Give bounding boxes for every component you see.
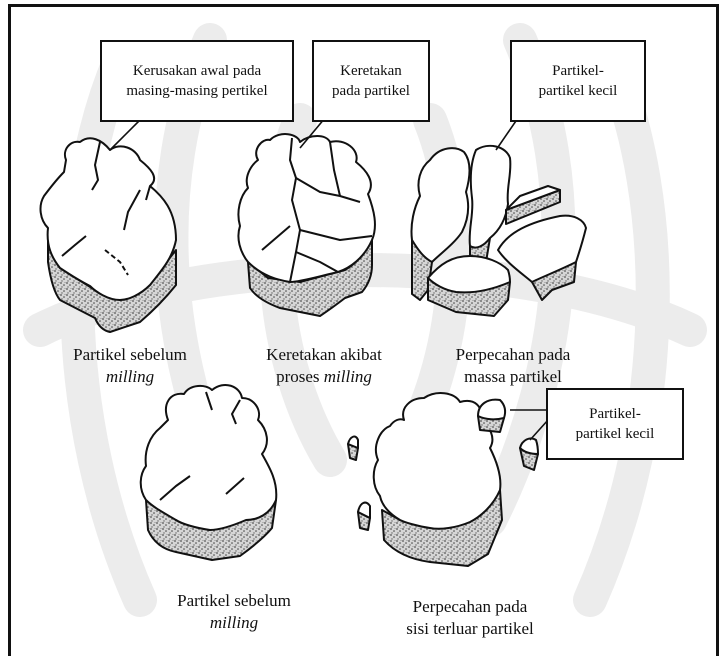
callout-small-particles-bottom-line-2: partikel kecil xyxy=(548,424,682,444)
callout-small-particles-top-line-1: Partikel- xyxy=(512,61,644,81)
caption-before-milling-bottom: Partikel sebelum milling xyxy=(134,590,334,634)
callout-small-particles-bottom: Partikel- partikel kecil xyxy=(546,388,684,460)
caption-bulk-fracture: Perpecahan pada massa partikel xyxy=(420,344,606,388)
callout-cracks-line-1: Keretakan xyxy=(314,61,428,81)
caption-cracking-line-2-prefix: proses xyxy=(276,367,324,386)
caption-cracking-line-1: Keretakan akibat xyxy=(236,344,412,366)
caption-surface-fracture-line-2: sisi terluar partikel xyxy=(370,618,570,640)
caption-surface-fracture: Perpecahan pada sisi terluar partikel xyxy=(370,596,570,640)
caption-cracking-line-2: proses milling xyxy=(236,366,412,388)
caption-cracking-line-2-italic: milling xyxy=(324,367,372,386)
callout-small-particles-top: Partikel- partikel kecil xyxy=(510,40,646,122)
caption-before-milling-top-line-2: milling xyxy=(30,366,230,388)
caption-before-milling-top: Partikel sebelum milling xyxy=(30,344,230,388)
callout-small-particles-top-line-2: partikel kecil xyxy=(512,81,644,101)
callout-initial-damage: Kerusakan awal pada masing-masing pertik… xyxy=(100,40,294,122)
caption-before-milling-top-line-1: Partikel sebelum xyxy=(30,344,230,366)
callout-initial-damage-line-2: masing-masing pertikel xyxy=(102,81,292,101)
caption-surface-fracture-line-1: Perpecahan pada xyxy=(370,596,570,618)
callout-initial-damage-line-1: Kerusakan awal pada xyxy=(102,61,292,81)
caption-bulk-fracture-line-1: Perpecahan pada xyxy=(420,344,606,366)
caption-before-milling-bottom-line-1: Partikel sebelum xyxy=(134,590,334,612)
callout-small-particles-bottom-line-1: Partikel- xyxy=(548,404,682,424)
caption-cracking: Keretakan akibat proses milling xyxy=(236,344,412,388)
callout-cracks-line-2: pada partikel xyxy=(314,81,428,101)
callout-cracks: Keretakan pada partikel xyxy=(312,40,430,122)
caption-bulk-fracture-line-2: massa partikel xyxy=(420,366,606,388)
caption-before-milling-bottom-line-2: milling xyxy=(134,612,334,634)
